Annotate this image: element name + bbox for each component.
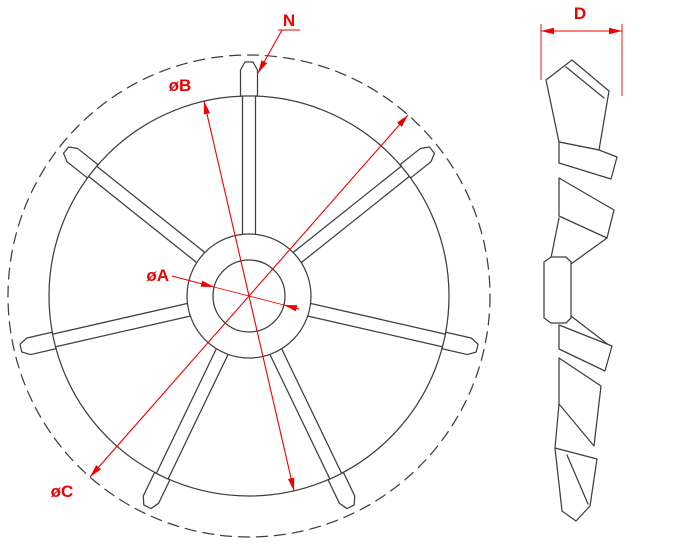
blade-shaft xyxy=(49,301,195,348)
blade-tip xyxy=(19,331,57,356)
side-link-lower xyxy=(554,403,560,449)
side-bottom-blade-edge xyxy=(566,454,589,505)
blade xyxy=(289,146,436,266)
blade-tip xyxy=(441,331,479,356)
side-link-hub-lower xyxy=(570,315,611,347)
side-blade-6 xyxy=(558,357,602,447)
label-diameter-b: øB xyxy=(169,76,192,95)
dim-leader-diameter-a-right xyxy=(283,304,300,312)
blade xyxy=(19,301,195,356)
blade-tip xyxy=(239,61,259,97)
blade-tip xyxy=(399,146,436,179)
blade-shaft xyxy=(303,301,449,348)
blade-shaft xyxy=(241,93,257,239)
blade xyxy=(303,301,479,356)
label-n: N xyxy=(283,11,295,30)
blade xyxy=(62,146,209,266)
label-diameter-a: øA xyxy=(146,266,169,285)
blade-tip xyxy=(142,471,171,510)
blade xyxy=(239,61,259,239)
blade-shaft xyxy=(154,344,231,482)
side-blade-5 xyxy=(558,324,613,372)
dim-line-diameter-a-through xyxy=(213,286,285,306)
side-link-upper xyxy=(550,217,560,259)
side-blade-3 xyxy=(558,177,615,239)
label-diameter-c: øC xyxy=(51,482,74,501)
side-bottom-blade xyxy=(554,447,598,522)
label-width-d: D xyxy=(574,4,586,23)
blade-tip-circle-dashed xyxy=(7,54,491,538)
side-view xyxy=(543,59,618,522)
blade-shaft xyxy=(267,344,344,482)
side-top-blade xyxy=(545,59,610,151)
callout-n-leader xyxy=(257,29,283,74)
side-link-hub-upper xyxy=(570,237,608,265)
dimensions: N øB øA øC D xyxy=(51,4,623,501)
side-top-blade-edge xyxy=(565,66,605,99)
side-hub-block xyxy=(543,256,572,324)
dim-leader-diameter-a-left xyxy=(171,275,215,288)
blade-shaft xyxy=(86,164,209,266)
side-blade-2 xyxy=(558,141,618,180)
blade-tip xyxy=(327,471,356,510)
